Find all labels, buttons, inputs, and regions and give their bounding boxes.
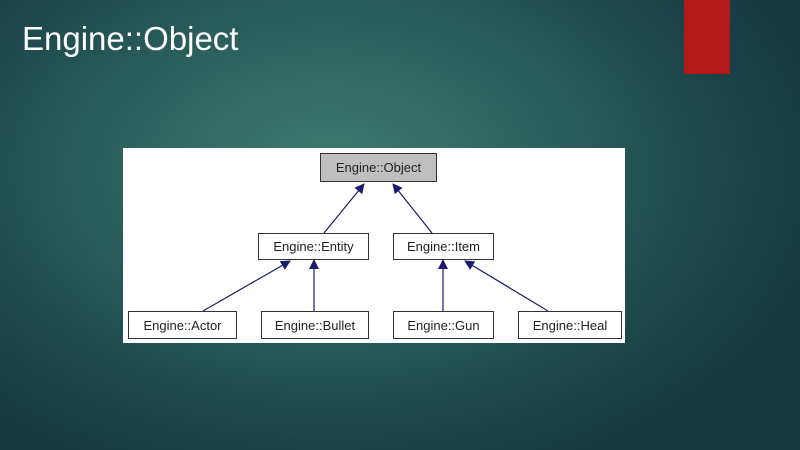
node-gun[interactable]: Engine::Gun	[393, 311, 494, 339]
node-actor[interactable]: Engine::Actor	[128, 311, 237, 339]
edge-item-object	[392, 183, 433, 234]
edge-actor-entity	[202, 260, 291, 312]
node-item[interactable]: Engine::Item	[393, 233, 494, 260]
node-bullet[interactable]: Engine::Bullet	[261, 311, 369, 339]
slide-title: Engine::Object	[22, 20, 239, 57]
edge-entity-object	[323, 183, 365, 234]
node-object[interactable]: Engine::Object	[320, 153, 437, 182]
edge-heal-item	[464, 260, 549, 312]
class-hierarchy-diagram: Engine::Object Engine::Entity Engine::It…	[123, 148, 625, 343]
accent-bar	[684, 0, 730, 74]
node-heal[interactable]: Engine::Heal	[518, 311, 622, 339]
node-entity[interactable]: Engine::Entity	[258, 233, 369, 260]
edges-layer	[202, 183, 549, 312]
